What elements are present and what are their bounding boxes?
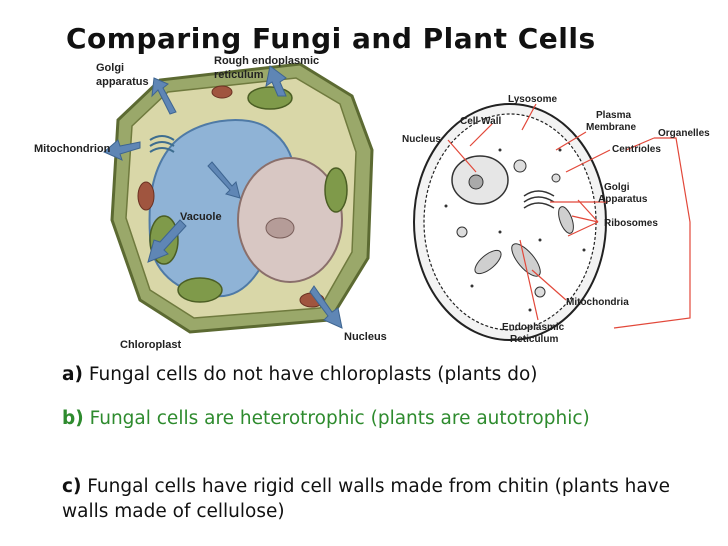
point-b: b) Fungal cells are heterotrophic (plant… [62, 406, 712, 431]
animal-cell-illustration: Lysosome Cell Wall Plasma Membrane Organ… [402, 94, 710, 345]
point-c-text: Fungal cells have rigid cell walls made … [62, 476, 670, 522]
label-mitochondria: Mitochondria [566, 297, 629, 308]
point-a-key: a) [62, 364, 83, 385]
label-vacuole: Vacuole [180, 211, 222, 223]
label-mitochondrion: Mitochondrion [34, 143, 111, 155]
point-a-text: Fungal cells do not have chloroplasts (p… [83, 364, 538, 385]
point-b-text: Fungal cells are heterotrophic (plants a… [84, 408, 590, 429]
label-centrioles: Centrioles [612, 144, 661, 155]
point-c: c) Fungal cells have rigid cell walls ma… [62, 474, 712, 524]
cell-diagrams: Golgi apparatus Rough endoplasmic reticu… [0, 0, 728, 360]
label-golgi-animal: Golgi [604, 182, 630, 193]
point-b-key: b) [62, 408, 84, 429]
label-rough-er: Rough endoplasmic [214, 55, 319, 67]
label-nucleus-animal: Nucleus [402, 134, 441, 145]
label-lysosome: Lysosome [508, 94, 558, 105]
point-c-key: c) [62, 476, 81, 497]
label-nucleus-plant: Nucleus [344, 331, 387, 343]
label-er: Endoplasmic [502, 322, 565, 333]
label-cell-wall: Cell Wall [460, 116, 502, 127]
label-rough-er-2: reticulum [214, 69, 264, 81]
label-plasma-membrane-2: Membrane [586, 122, 636, 133]
label-plasma-membrane: Plasma [596, 110, 631, 121]
label-organelles: Organelles [658, 128, 710, 139]
label-er-2: Reticulum [510, 334, 558, 345]
label-ribosomes: Ribosomes [604, 218, 658, 229]
label-golgi-2: apparatus [96, 76, 149, 88]
plant-cell-illustration: Golgi apparatus Rough endoplasmic reticu… [34, 55, 387, 351]
point-a: a) Fungal cells do not have chloroplasts… [62, 362, 712, 387]
label-chloroplast: Chloroplast [120, 339, 181, 351]
label-golgi: Golgi [96, 62, 124, 74]
label-golgi-animal-2: Apparatus [598, 194, 648, 205]
